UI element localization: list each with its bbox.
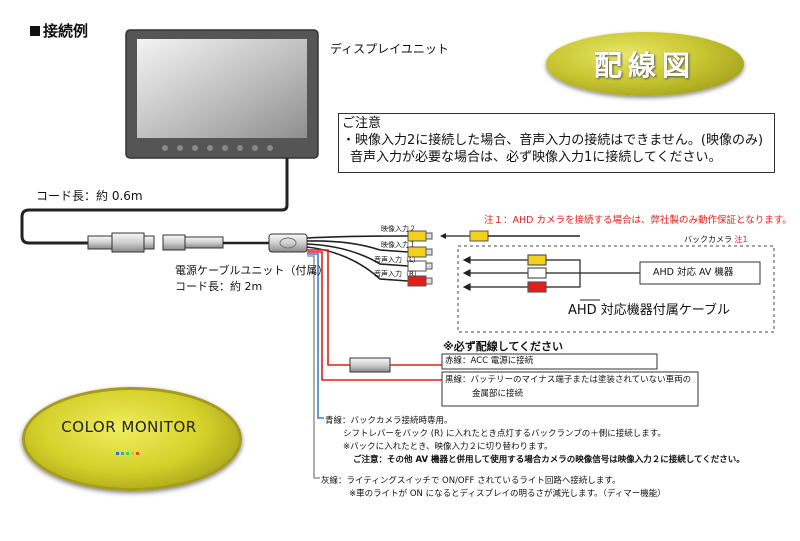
blue-wire-line-1: 青線：バックカメラ接続時専用。 [325,416,453,426]
back-camera-label: バックカメラ 注1 [684,235,748,244]
label-audio-l: 音声入力（L） [374,256,420,264]
must-wire-note: ※必ず配線してください [443,340,564,353]
wiring-badge [546,32,744,96]
blue-wire-line-3: ※バックに入れたとき、映像入力２に切り替わります。 [343,442,553,452]
rca-cables [306,235,409,282]
notice-title: ご注意 [342,116,382,131]
color-monitor-badge [22,387,242,491]
ahd-dashed-box [457,245,775,333]
ahd-connections [462,254,640,293]
notice-box [338,113,775,173]
power-cable-unit [268,233,308,253]
notice-line-1: ・映像入力2に接続した場合、音声入力の接続はできません。(映像のみ) [342,133,764,148]
blue-wire-line-2: シフトレバーをバック (R) に入れたとき点灯するバックランプの＋側に接続します… [343,429,666,439]
ahd-device-label: AHD 対応 AV 機器 [653,267,734,278]
label-video1: 映像入力１ [381,241,416,249]
monitor-cable [20,158,289,245]
label-video2: 映像入力２ [381,225,416,233]
rca-plugs [407,230,433,287]
gray-wire-line-1: 灰線：ライティングスイッチで ON/OFF されているライト回路へ接続します。 [321,476,621,486]
cord-length-top: コード長：約 0.6m [36,189,143,203]
red-wire-instruction: 赤線：ACC 電源に接続 [445,356,534,366]
power-cable-unit-label: 電源ケーブルユニット（付属） [175,264,329,277]
gray-wire-line-2: ※車のライトが ON になるとディスプレイの明るさが減光します。（ディマー機能） [349,489,666,499]
back-camera-note: 注1 [734,235,748,244]
label-audio-r: 音声入力（R） [374,270,421,278]
section-title: 接続例 [30,24,88,39]
note-1: 注１：AHD カメラを接続する場合は、弊社製のみ動作保証となります。 [484,215,792,226]
color-dots [115,440,140,459]
ahd-cable-label: AHD 対応機器付属ケーブル [568,303,731,318]
monitor-illustration [125,29,319,159]
cord-length-power: コード長：約 2m [175,280,263,293]
notice-line-2: 音声入力が必要な場合は、必ず映像入力1に接続してください。 [350,150,722,165]
cable-connector [87,232,224,253]
blue-wire-line-4: ご注意：その他 AV 機器と併用して使用する場合カメラの映像信号は映像入力２に接… [353,455,745,465]
display-unit-label: ディスプレイユニット [330,42,449,56]
black-wire-instruction-2: 金属部に接続 [472,389,524,399]
wiring-badge-text: 配線図 [593,49,696,82]
power-wires [307,249,442,479]
color-monitor-text: COLOR MONITOR [61,418,197,436]
black-wire-instruction-1: 黒線：バッテリーのマイナス端子または塗装されていない車両の [445,375,692,385]
